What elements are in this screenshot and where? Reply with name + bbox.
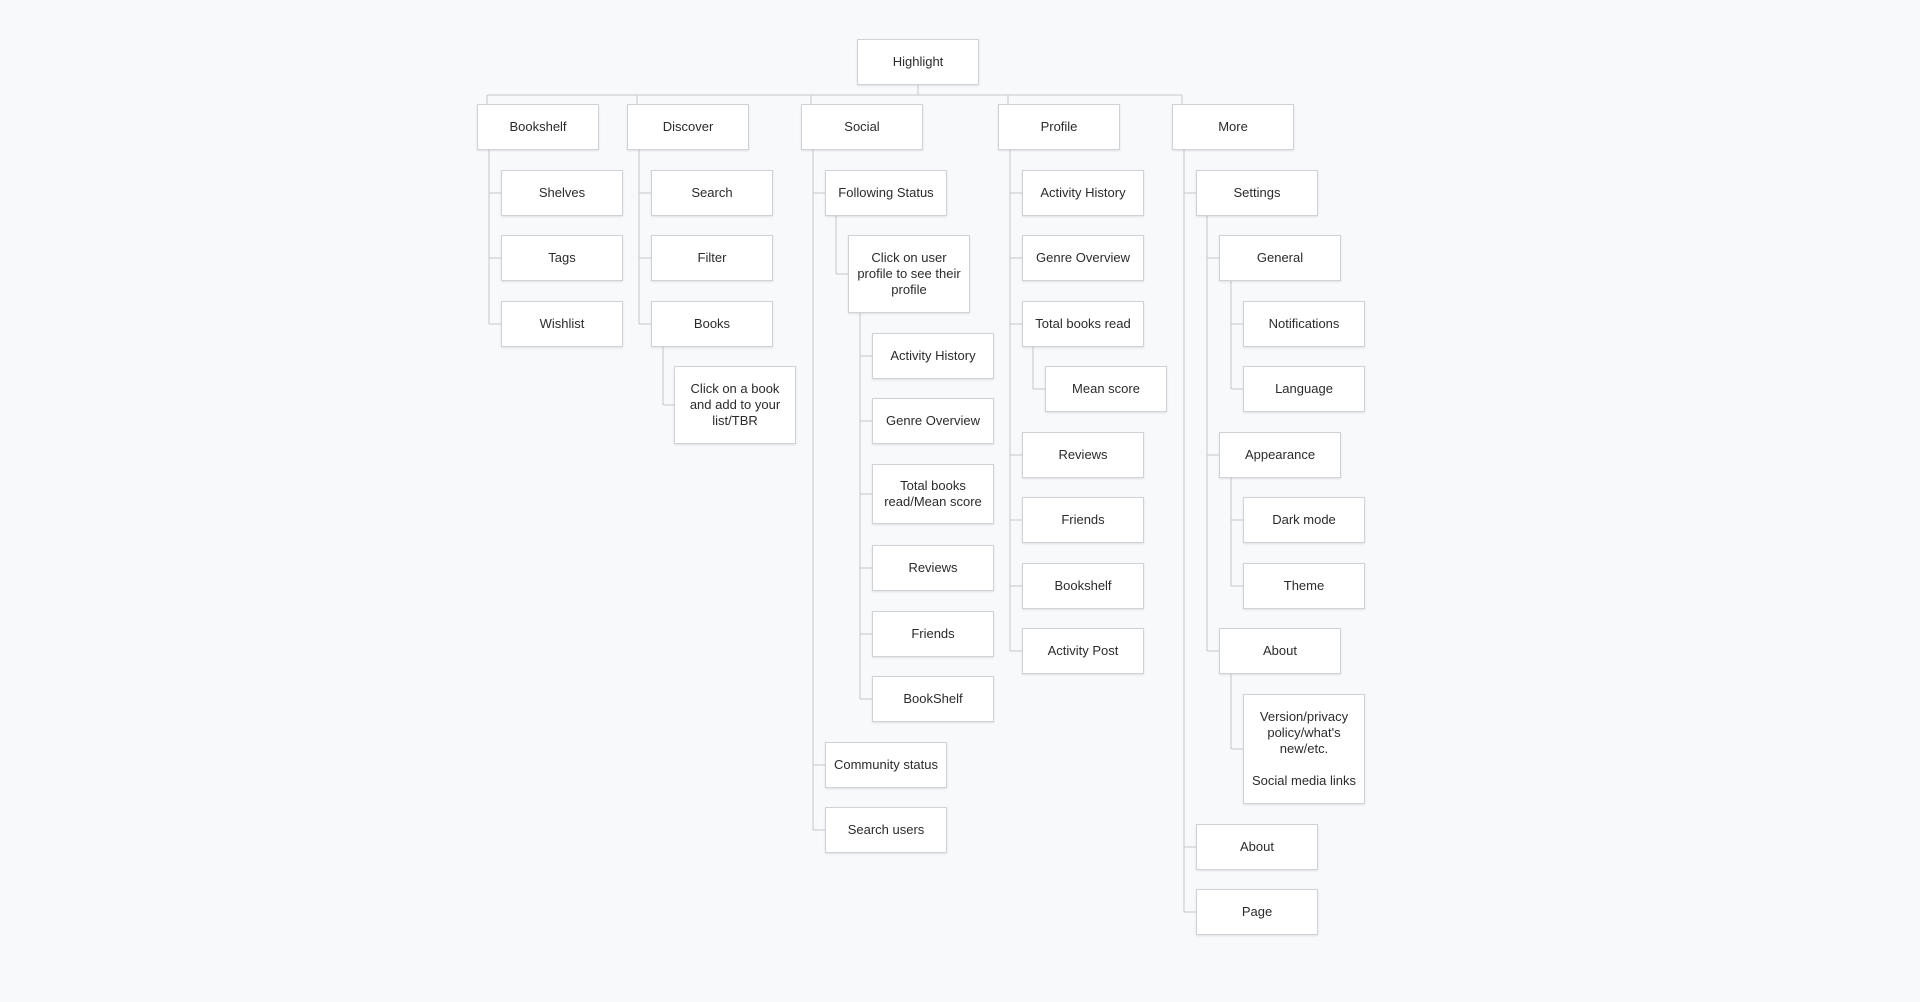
node-click-book[interactable]: Click on a book and add to your list/TBR: [674, 366, 796, 444]
node-wishlist[interactable]: Wishlist: [501, 301, 623, 347]
node-profile-reviews[interactable]: Reviews: [1022, 432, 1144, 478]
node-social-reviews[interactable]: Reviews: [872, 545, 994, 591]
node-discover[interactable]: Discover: [627, 104, 749, 150]
node-profile-total-books[interactable]: Total books read: [1022, 301, 1144, 347]
node-settings[interactable]: Settings: [1196, 170, 1318, 216]
node-general[interactable]: General: [1219, 235, 1341, 281]
node-social-bookshelf[interactable]: BookShelf: [872, 676, 994, 722]
node-social-activity-history[interactable]: Activity History: [872, 333, 994, 379]
node-bookshelf[interactable]: Bookshelf: [477, 104, 599, 150]
node-highlight[interactable]: Highlight: [857, 39, 979, 85]
node-theme[interactable]: Theme: [1243, 563, 1365, 609]
node-profile-genre-overview[interactable]: Genre Overview: [1022, 235, 1144, 281]
node-more[interactable]: More: [1172, 104, 1294, 150]
node-page[interactable]: Page: [1196, 889, 1318, 935]
node-shelves[interactable]: Shelves: [501, 170, 623, 216]
node-click-user-profile[interactable]: Click on user profile to see their profi…: [848, 235, 970, 313]
node-community-status[interactable]: Community status: [825, 742, 947, 788]
node-profile[interactable]: Profile: [998, 104, 1120, 150]
node-search-users[interactable]: Search users: [825, 807, 947, 853]
node-books[interactable]: Books: [651, 301, 773, 347]
node-following-status[interactable]: Following Status: [825, 170, 947, 216]
node-profile-bookshelf[interactable]: Bookshelf: [1022, 563, 1144, 609]
node-more-about[interactable]: About: [1196, 824, 1318, 870]
node-social-total-books[interactable]: Total books read/Mean score: [872, 464, 994, 524]
node-profile-activity-history[interactable]: Activity History: [1022, 170, 1144, 216]
node-social[interactable]: Social: [801, 104, 923, 150]
node-settings-about[interactable]: About: [1219, 628, 1341, 674]
node-profile-mean-score[interactable]: Mean score: [1045, 366, 1167, 412]
node-dark-mode[interactable]: Dark mode: [1243, 497, 1365, 543]
node-social-friends[interactable]: Friends: [872, 611, 994, 657]
node-filter[interactable]: Filter: [651, 235, 773, 281]
node-social-genre-overview[interactable]: Genre Overview: [872, 398, 994, 444]
node-profile-friends[interactable]: Friends: [1022, 497, 1144, 543]
node-tags[interactable]: Tags: [501, 235, 623, 281]
node-search[interactable]: Search: [651, 170, 773, 216]
node-profile-activity-post[interactable]: Activity Post: [1022, 628, 1144, 674]
node-notifications[interactable]: Notifications: [1243, 301, 1365, 347]
node-language[interactable]: Language: [1243, 366, 1365, 412]
node-appearance[interactable]: Appearance: [1219, 432, 1341, 478]
node-version-info[interactable]: Version/privacy policy/what's new/etc. S…: [1243, 694, 1365, 804]
